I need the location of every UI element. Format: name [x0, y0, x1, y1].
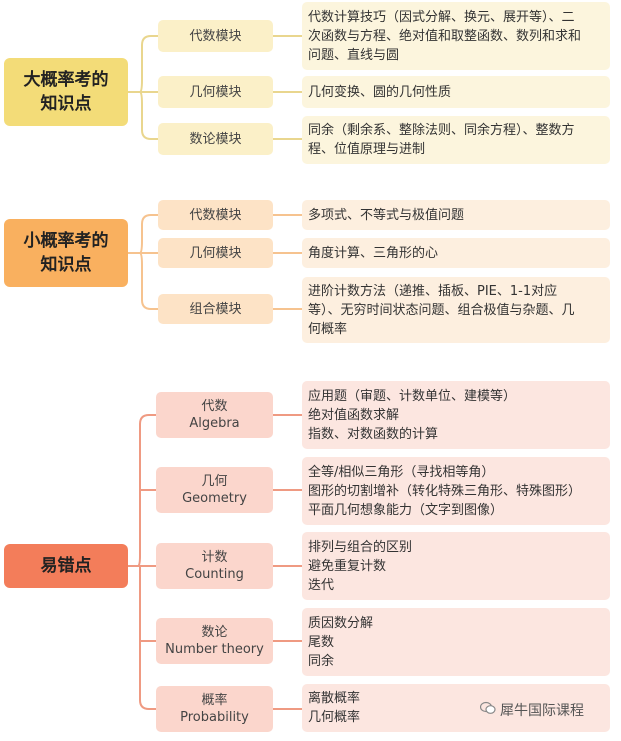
detail-text: 应用题（审题、计数单位、建模等） 绝对值函数求解 指数、对数函数的计算 — [308, 388, 517, 442]
branch-label: 计数 Counting — [185, 550, 244, 582]
wechat-icon — [479, 701, 496, 719]
detail-node-combinatorics-module: 进阶计数方法（递推、插板、PIE、1-1对应 等）、无穷时间状态问题、组合极值与… — [302, 277, 610, 343]
branch-label: 数论模块 — [189, 131, 242, 147]
root-label: 易错点 — [40, 556, 92, 576]
branch-label: 组合模块 — [189, 301, 242, 317]
detail-text: 几何变换、圆的几何性质 — [308, 84, 452, 100]
branch-label: 几何模块 — [189, 245, 242, 261]
detail-node-geometry: 全等/相似三角形（寻找相等角） 图形的切割增补（转化特殊三角形、特殊图形） 平面… — [302, 457, 610, 525]
detail-node-algebra: 应用题（审题、计数单位、建模等） 绝对值函数求解 指数、对数函数的计算 — [302, 381, 610, 449]
watermark: 犀牛国际课程 — [479, 700, 584, 720]
detail-text: 角度计算、三角形的心 — [308, 245, 439, 261]
branch-label: 代数模块 — [189, 28, 242, 44]
detail-node-geometry-module-2: 角度计算、三角形的心 — [302, 238, 610, 268]
detail-text: 进阶计数方法（递推、插板、PIE、1-1对应 等）、无穷时间状态问题、组合极值与… — [308, 283, 575, 337]
root-node-likely-topics: 大概率考的 知识点 — [4, 58, 128, 126]
branch-node-combinatorics-module: 组合模块 — [158, 294, 273, 324]
root-node-unlikely-topics: 小概率考的 知识点 — [4, 219, 128, 287]
detail-node-counting: 排列与组合的区别 避免重复计数 迭代 — [302, 532, 610, 600]
detail-node-number-theory: 质因数分解 尾数 同余 — [302, 608, 610, 676]
root-node-common-mistakes: 易错点 — [4, 544, 128, 588]
detail-text: 排列与组合的区别 避免重复计数 迭代 — [308, 539, 413, 593]
detail-node-algebra-module-2: 多项式、不等式与极值问题 — [302, 200, 610, 230]
detail-node-geometry-module: 几何变换、圆的几何性质 — [302, 76, 610, 108]
branch-node-counting: 计数 Counting — [156, 543, 273, 589]
branch-label: 数论 Number theory — [165, 625, 264, 657]
branch-node-algebra-module-2: 代数模块 — [158, 200, 273, 230]
detail-text: 多项式、不等式与极值问题 — [308, 207, 465, 223]
detail-node-number-theory-module: 同余（剩余系、整除法则、同余方程）、整数方 程、位值原理与进制 — [302, 116, 610, 164]
branch-label: 代数 Algebra — [189, 399, 240, 431]
branch-node-algebra-module: 代数模块 — [158, 20, 273, 52]
detail-node-algebra-module: 代数计算技巧（因式分解、换元、展开等）、二 次函数与方程、绝对值和取整函数、数列… — [302, 2, 610, 70]
branch-label: 代数模块 — [189, 207, 242, 223]
branch-node-geometry: 几何 Geometry — [156, 467, 273, 513]
branch-label: 几何模块 — [189, 84, 242, 100]
detail-text: 质因数分解 尾数 同余 — [308, 615, 374, 669]
branch-node-algebra: 代数 Algebra — [156, 392, 273, 438]
branch-node-geometry-module-2: 几何模块 — [158, 238, 273, 268]
detail-text: 离散概率 几何概率 — [308, 691, 361, 725]
branch-label: 概率 Probability — [180, 693, 249, 725]
branch-node-number-theory-module: 数论模块 — [158, 123, 273, 155]
root-label: 小概率考的 知识点 — [23, 231, 109, 275]
branch-node-geometry-module: 几何模块 — [158, 76, 273, 108]
root-label: 大概率考的 知识点 — [23, 70, 109, 114]
detail-text: 代数计算技巧（因式分解、换元、展开等）、二 次函数与方程、绝对值和取整函数、数列… — [308, 9, 582, 63]
watermark-text: 犀牛国际课程 — [500, 703, 584, 719]
detail-text: 全等/相似三角形（寻找相等角） 图形的切割增补（转化特殊三角形、特殊图形） 平面… — [308, 464, 582, 518]
detail-node-probability: 离散概率 几何概率 — [302, 684, 610, 732]
branch-label: 几何 Geometry — [182, 474, 247, 506]
branch-node-probability: 概率 Probability — [156, 686, 273, 732]
branch-node-number-theory: 数论 Number theory — [156, 618, 273, 664]
detail-text: 同余（剩余系、整除法则、同余方程）、整数方 程、位值原理与进制 — [308, 123, 575, 157]
